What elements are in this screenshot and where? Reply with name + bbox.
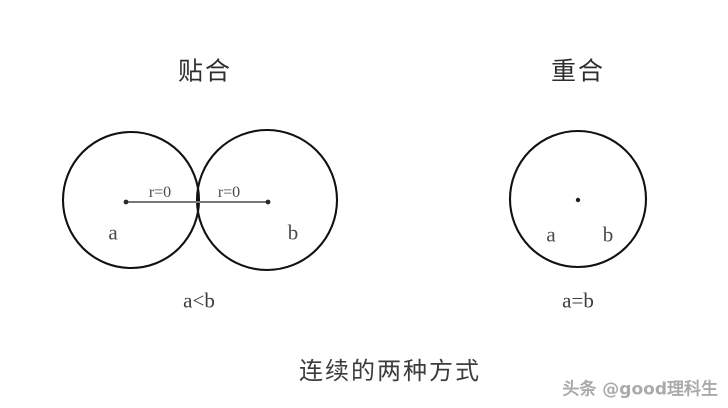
panel-title-coincident: 重合 [550, 56, 606, 86]
circle-label-a-tangent: a [108, 220, 118, 245]
panel-title-tangent: 贴合 [177, 56, 233, 86]
circle-coincident [508, 129, 648, 269]
circle-label-b-tangent: b [287, 220, 299, 245]
circle-b-tangent [195, 128, 339, 272]
relation-label-tangent: a<b [183, 288, 215, 313]
relation-label-coincident: a=b [562, 288, 594, 313]
radius-label-left: r=0 [148, 184, 172, 201]
figure-caption: 连续的两种方式 [299, 357, 481, 385]
watermark: 头条 @good理科生 [562, 379, 718, 400]
circle-a-tangent [61, 130, 201, 270]
radius-label-right: r=0 [217, 184, 241, 201]
center-dot [575, 197, 581, 203]
segment-endpoint-left-dot [123, 199, 129, 205]
circle-label-b-coincident: b [602, 222, 614, 247]
segment-endpoint-right-dot [265, 199, 271, 205]
circle-label-a-coincident: a [546, 222, 556, 247]
